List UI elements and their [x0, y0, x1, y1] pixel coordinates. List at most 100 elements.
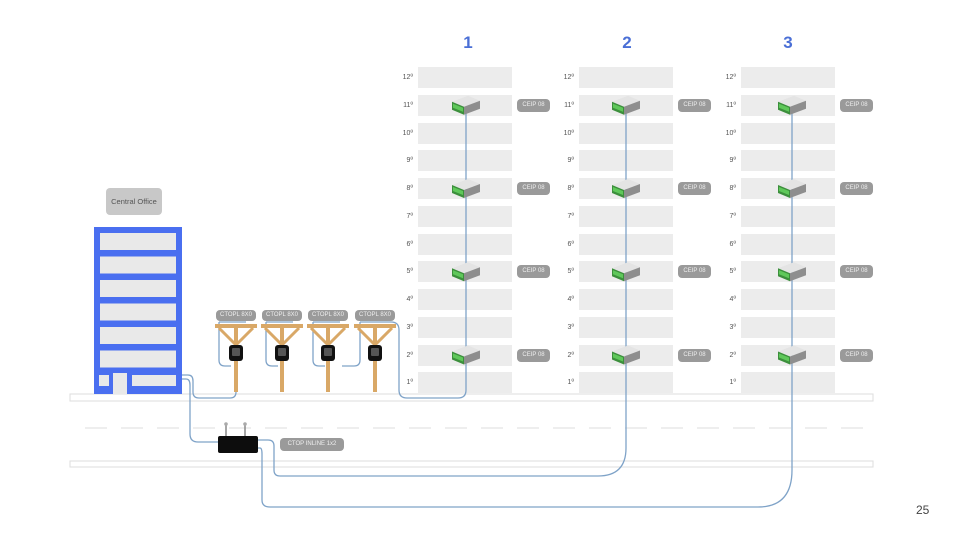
floor-label: 2º — [729, 351, 736, 359]
floor-label: 7º — [567, 212, 574, 220]
ceip-label: CEIP 08 — [517, 182, 550, 195]
office-window-wide — [132, 375, 176, 386]
floor-label: 3º — [567, 323, 574, 331]
floor-row — [418, 344, 512, 366]
ceip-label: CEIP 08 — [678, 348, 711, 362]
office-window — [100, 303, 176, 321]
floor-label: 4º — [406, 296, 413, 303]
floor-row — [579, 344, 673, 366]
floor-label: 1º — [567, 379, 574, 387]
floor-label: 5º — [406, 268, 413, 276]
floor-label: 9º — [729, 157, 736, 165]
floor-row — [741, 233, 835, 255]
floor-row — [741, 261, 835, 283]
floor-row — [741, 122, 835, 144]
floor-row — [418, 261, 512, 283]
office-window — [100, 233, 176, 250]
central-office-building — [94, 227, 182, 394]
office-window — [100, 280, 176, 297]
floor-row — [579, 94, 673, 116]
floor-row — [579, 316, 673, 338]
floor-label: 5º — [567, 268, 574, 276]
floor-label: 8º — [406, 185, 413, 192]
floor-row — [418, 233, 512, 255]
floor-row — [579, 205, 673, 227]
pole-cto-label: CTOPL 8X0 — [216, 310, 256, 321]
floor-label: 10º — [563, 129, 574, 137]
floor-row — [741, 178, 835, 199]
ceip-label: CEIP 08 — [840, 182, 873, 195]
floor-row — [418, 205, 512, 227]
floor-row — [579, 67, 673, 88]
office-window — [100, 350, 176, 368]
floor-row — [741, 150, 835, 172]
floor-label: 10º — [402, 129, 413, 137]
floor-label: 6º — [406, 240, 413, 248]
floor-row — [741, 94, 835, 116]
floor-label: 1º — [729, 379, 736, 387]
floor-row — [418, 372, 512, 394]
floor-label: 12º — [402, 74, 413, 81]
floor-row — [579, 122, 673, 144]
floor-row — [418, 289, 512, 310]
office-window — [100, 327, 176, 344]
floor-row — [579, 178, 673, 199]
floor-label: 8º — [567, 185, 574, 192]
floor-row — [418, 178, 512, 199]
floor-label: 9º — [567, 157, 574, 165]
inline-splitter-label: CTOP INLINE 1x2 — [280, 438, 344, 451]
floor-row — [741, 344, 835, 366]
office-window — [100, 256, 176, 274]
floor-label: 1º — [406, 379, 413, 387]
floor-row — [418, 122, 512, 144]
ceip-label: CEIP 08 — [678, 182, 711, 195]
floor-label: 4º — [729, 296, 736, 303]
floor-row — [579, 150, 673, 172]
ceip-label: CEIP 08 — [517, 98, 550, 112]
floor-label: 9º — [406, 157, 413, 165]
street-lower — [69, 460, 874, 468]
office-door — [113, 373, 127, 394]
floor-row — [741, 316, 835, 338]
floor-row — [418, 150, 512, 172]
floor-row — [418, 67, 512, 88]
ceip-label: CEIP 08 — [840, 98, 873, 112]
floor-row — [741, 289, 835, 310]
floor-label: 6º — [567, 240, 574, 248]
floor-label: 2º — [567, 351, 574, 359]
ceip-label: CEIP 08 — [678, 98, 711, 112]
floor-label: 8º — [729, 185, 736, 192]
floor-label: 12º — [725, 74, 736, 81]
page-number: 25 — [916, 503, 930, 517]
floor-label: 6º — [729, 240, 736, 248]
ceip-label: CEIP 08 — [840, 348, 873, 362]
floor-label: 7º — [729, 212, 736, 220]
ceip-label: CEIP 08 — [517, 265, 550, 279]
street-upper — [69, 393, 874, 402]
floor-label: 3º — [406, 323, 413, 331]
floor-label: 2º — [406, 351, 413, 359]
floor-label: 5º — [729, 268, 736, 276]
floor-label: 7º — [406, 212, 413, 220]
ceip-label: CEIP 08 — [840, 265, 873, 279]
building-number: 2 — [622, 33, 632, 52]
building-number: 1 — [463, 33, 473, 52]
floor-row — [418, 94, 512, 116]
building-number: 3 — [783, 33, 793, 52]
floor-row — [579, 233, 673, 255]
office-window-small — [99, 375, 109, 386]
floor-row — [579, 372, 673, 394]
floor-row — [741, 67, 835, 88]
floor-label: 11º — [726, 101, 736, 109]
floor-row — [741, 205, 835, 227]
floor-row — [741, 372, 835, 394]
pole-cto-label: CTOPL 8X0 — [308, 310, 348, 321]
floor-label: 11º — [403, 101, 413, 109]
floor-row — [579, 261, 673, 283]
floor-row — [418, 316, 512, 338]
floor-label: 10º — [725, 129, 736, 137]
floor-label: 4º — [567, 296, 574, 303]
floor-label: 3º — [729, 323, 736, 331]
floor-row — [579, 289, 673, 310]
floor-label: 11º — [564, 101, 574, 109]
